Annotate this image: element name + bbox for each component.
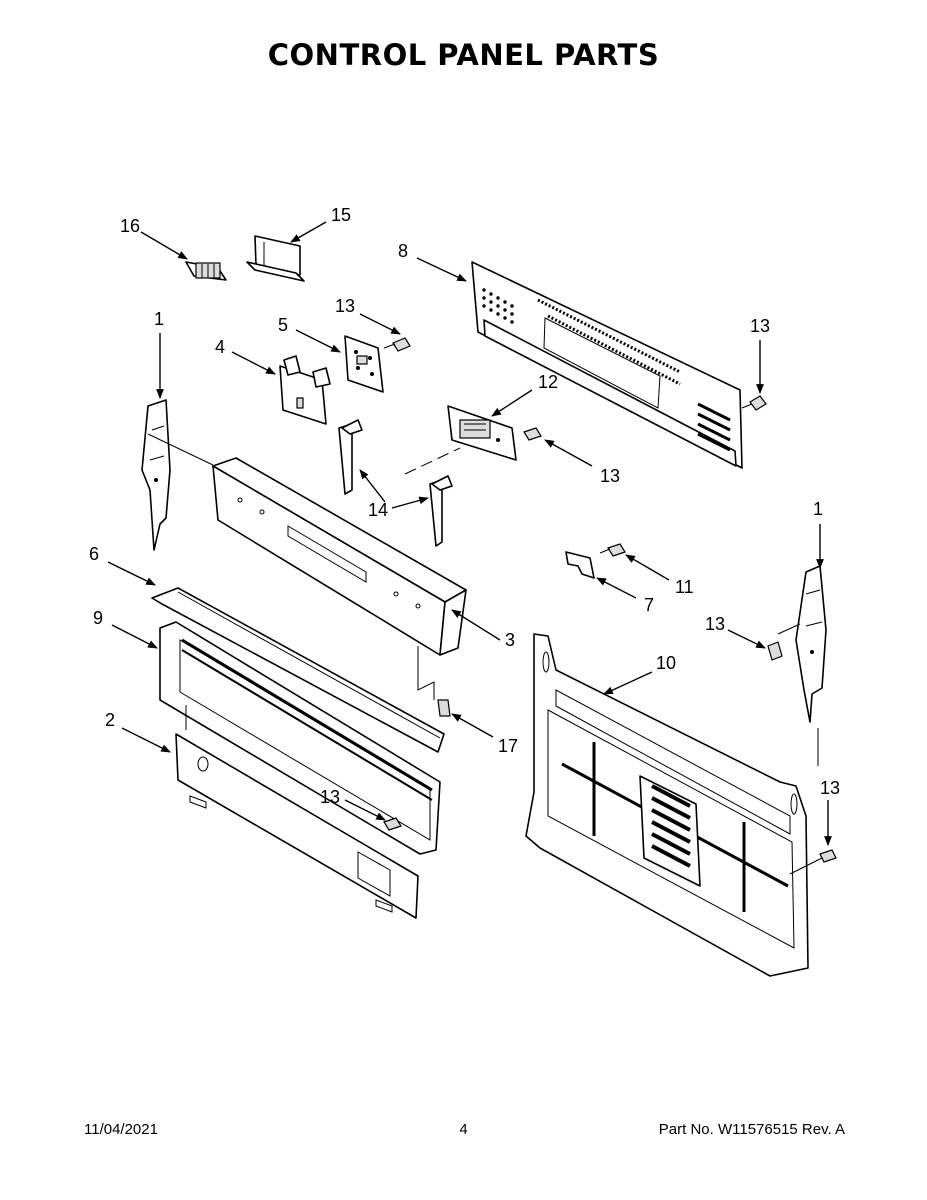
screw-11 [599,543,626,557]
callout-2: 2 [105,710,115,730]
callout-13d: 13 [705,614,725,634]
callout-7: 7 [644,595,654,615]
callout-13b: 13 [750,316,770,336]
callout-13a: 13 [335,296,355,316]
callout-17: 17 [498,736,518,756]
callout-13f: 13 [820,778,840,798]
part-16-terminal-block [185,261,227,281]
page-title: CONTROL PANEL PARTS [267,38,660,72]
part-1-side-bracket-right [795,565,827,723]
vent-slots-right [697,402,731,452]
screw-13c [523,427,542,441]
callout-5: 5 [278,315,288,335]
screw-13f [789,849,837,875]
part-3-control-panel [212,457,467,656]
part-9-frame [159,621,441,855]
part-12-user-interface [447,405,517,461]
callout-4: 4 [215,337,225,357]
part-4-board-housing [279,355,331,425]
part-14-clip-upper [338,419,363,495]
callout-14: 14 [368,500,388,520]
part-15-bracket [246,235,305,282]
part-1-side-bracket-left [141,399,171,551]
callout-8: 8 [398,241,408,261]
screw-13d [767,641,783,661]
vent-slots [651,784,691,868]
screw-13b [741,395,767,411]
screw-13a [383,337,411,352]
callout-15: 15 [331,205,351,225]
callout-16: 16 [120,216,140,236]
part-number: Part No. W11576515 Rev. A [658,1121,845,1138]
part-7-bracket [565,551,595,579]
callout-13e: 13 [320,787,340,807]
callout-11: 11 [675,577,694,597]
callout-10: 10 [656,653,676,673]
screw-17 [437,699,451,717]
part-2-rear-cover [175,733,419,919]
part-6-trim [151,587,445,753]
part-8-rear-shield [471,261,743,469]
callout-1a: 1 [154,309,164,329]
vent-holes-left [482,288,514,324]
screw-13e [383,817,402,831]
part-5-control-board [344,335,384,393]
part-10-back-panel [525,633,809,977]
document-date: 11/04/2021 [84,1121,158,1138]
part-14-clip-lower [429,475,453,547]
page-number: 4 [459,1121,468,1138]
callout-3: 3 [505,630,515,650]
callout-6: 6 [89,544,99,564]
callout-9: 9 [93,608,103,628]
callout-1b: 1 [813,499,823,519]
callout-12: 12 [538,372,558,392]
callout-13c: 13 [600,466,620,486]
